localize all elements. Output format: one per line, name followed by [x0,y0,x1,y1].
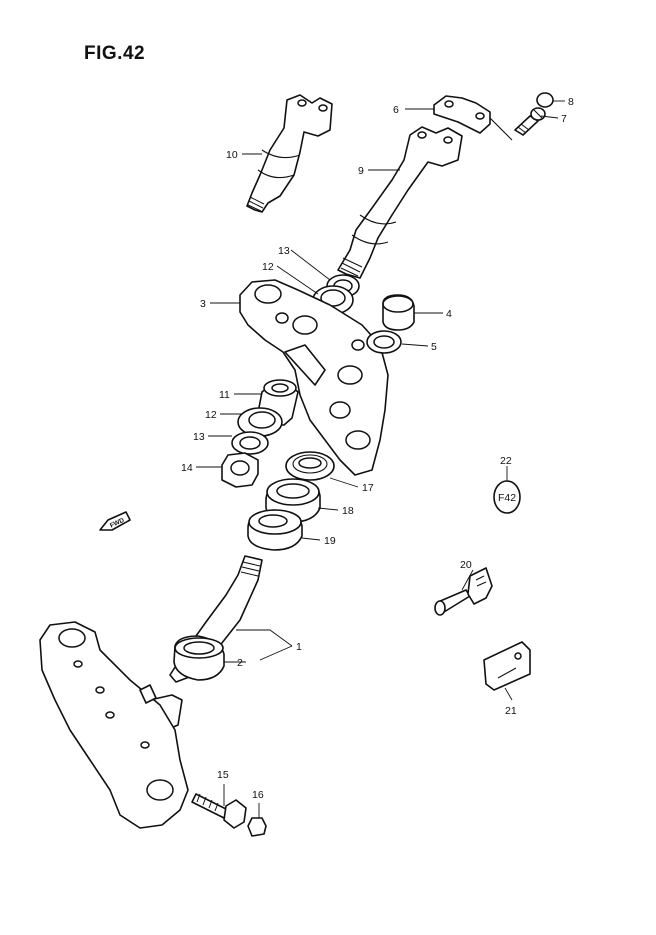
callout-3: 3 [200,298,206,310]
callout-22: 22 [500,455,512,467]
callout-12-lower: 12 [205,409,217,421]
callout-5: 5 [431,341,437,353]
part-17-bearing[interactable] [285,451,335,481]
leader-lines [196,100,565,818]
part-5-washer[interactable] [366,330,402,354]
callout-7: 7 [561,113,567,125]
part-15-bolt[interactable] [191,793,247,829]
callout-13-lower: 13 [193,431,205,443]
part-13-washer-lower[interactable] [231,431,269,455]
part-16-cap[interactable] [247,817,267,837]
callout-1: 1 [296,641,302,653]
callout-17: 17 [362,482,374,494]
callout-6: 6 [393,104,399,116]
callout-16: 16 [252,789,264,801]
callout-14: 14 [181,462,193,474]
callout-11: 11 [219,389,230,401]
callout-9: 9 [358,165,364,177]
lock-marking-text: F42 [498,492,516,504]
callout-10: 10 [226,149,238,161]
callout-19: 19 [324,535,336,547]
part-10-handlebar-holder[interactable] [246,94,333,213]
fwd-arrow-icon: FWD [99,511,131,531]
part-7-bolt[interactable] [514,107,546,136]
part-8-cap[interactable] [536,92,554,108]
callout-labels: 1 2 3 4 5 6 7 8 9 10 11 12 12 13 13 14 1… [181,96,574,801]
part-2-dust-seal[interactable] [173,635,225,681]
part-21-key-plate[interactable] [483,641,531,691]
part-19-bearing-seal[interactable] [247,509,303,551]
callout-15: 15 [217,769,229,781]
callout-18: 18 [342,505,354,517]
part-4-cap[interactable] [382,294,415,331]
part-6-handlebar-clamp[interactable] [433,95,513,141]
callout-21: 21 [505,705,517,717]
callout-4: 4 [446,308,452,320]
callout-20: 20 [460,559,472,571]
callout-12-upper: 12 [262,261,274,273]
part-1-steering-stem[interactable] [39,555,263,829]
callout-2: 2 [237,657,243,669]
part-20-key[interactable] [434,567,493,616]
part-9-handlebar-holder[interactable] [337,126,463,279]
part-3-upper-bracket[interactable] [239,279,389,476]
callout-8: 8 [568,96,574,108]
callout-13-upper: 13 [278,245,290,257]
figure-title: FIG.42 [84,43,146,64]
part-22-lock-emblem[interactable]: F42 [493,480,521,514]
part-14-nut[interactable] [221,452,259,488]
